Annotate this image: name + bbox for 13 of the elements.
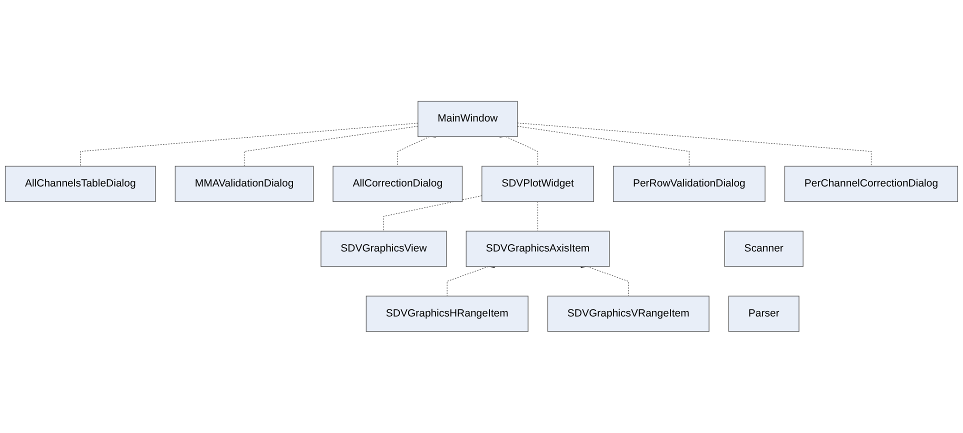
node-box: SDVGraphicsView (320, 230, 447, 267)
node-box: SDVPlotWidget (482, 166, 594, 202)
node-box: MMAValidationDialog (174, 166, 314, 202)
node-box: PerRowValidationDialog (612, 166, 766, 202)
node-box: Parser (728, 296, 800, 332)
node-box: AllChannelsTableDialog (4, 166, 156, 202)
node-box: SDVGraphicsHRangeItem (366, 296, 528, 332)
node-box: MainWindow (418, 101, 518, 138)
node-box: SDVGraphicsAxisItem (466, 230, 610, 267)
node-box: SDVGraphicsVRangeItem (547, 296, 710, 332)
node-box: Scanner (724, 230, 804, 267)
node-box: PerChannelCorrectionDialog (784, 166, 958, 202)
node-box: AllCorrectionDialog (332, 166, 463, 202)
